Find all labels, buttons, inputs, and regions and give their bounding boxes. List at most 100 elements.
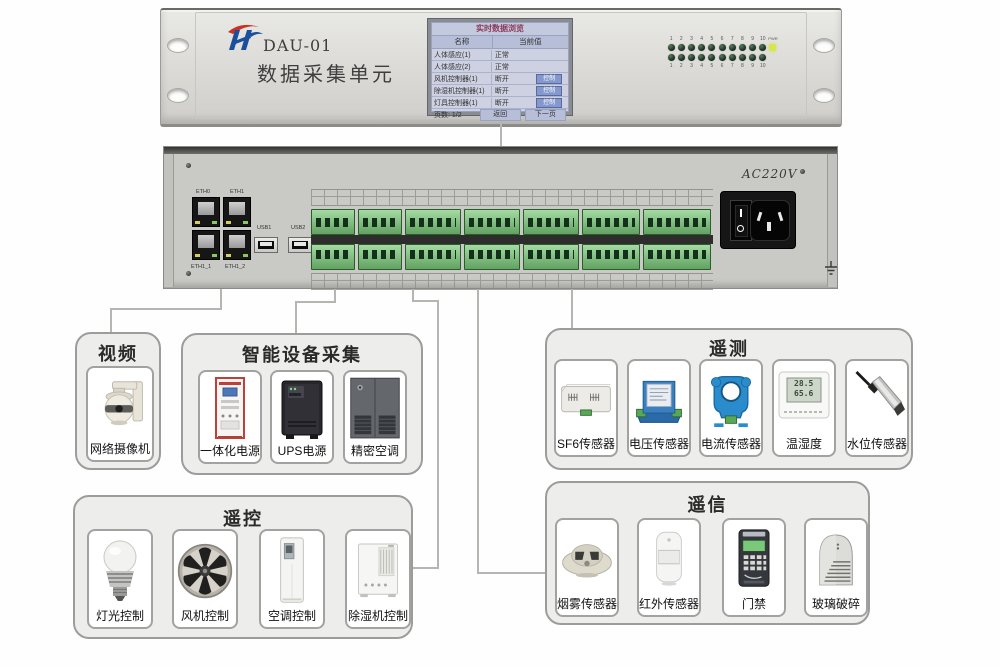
sf6-sensor-image [558,364,614,435]
terminal-block [405,244,461,270]
item-label: 一体化电源 [200,444,261,458]
integrated-power-image [202,375,258,442]
connector-line [571,289,573,332]
panel-flange [164,154,174,287]
usb1-label: USB1 [257,225,272,231]
connector-line [477,289,479,574]
dau-front-panel: DAU-01 数据采集单元 实时数据浏览 名称 当前值 人体感应(1)正常人体感… [160,8,842,127]
terminal-row-bottom [311,244,713,270]
status-led [718,54,726,61]
group-telemetry: 遥测 SF6传感器 [545,328,913,470]
item-label: 电流传感器 [701,437,762,451]
lcd-screen: 实时数据浏览 名称 当前值 人体感应(1)正常人体感应(2)正常风机控制器(1)… [427,18,573,121]
status-led [738,54,746,61]
card-sf6-sensor: SF6传感器 [554,359,618,457]
power-led [769,44,777,51]
terminal-block [582,209,640,235]
mount-hole [813,88,835,103]
group-signal-title: 遥信 [687,495,728,515]
item-label: 风机控制 [180,609,229,623]
group-smart-title: 智能设备采集 [242,345,362,365]
group-smart-devices: 智能设备采集 一体化电源 [181,333,423,475]
connector-line [500,122,502,146]
screen-col-value: 当前值 [519,37,542,46]
screen-col-name: 名称 [432,36,493,48]
group-rc-title: 遥控 [223,509,263,529]
item-label: 网络摄像机 [89,442,150,456]
panel-flange [827,154,837,287]
connector-line [220,289,222,310]
card-temp-humidity: 28.5 65.6 温湿度 [772,359,836,457]
access-control-image [726,523,782,595]
terminal-block [311,209,355,235]
card-water-level-sensor: 水位传感器 [845,359,909,457]
dau-io-panel: ETH0 ETH1 ETH1_1 ETH1_2 USB1 USB2 AC220V [163,146,838,290]
terminal-block [464,209,520,235]
screen-control-button: 控制 [536,73,563,84]
connector-line [412,300,439,302]
connector-line [437,300,439,569]
card-precision-ac: 精密空调 [343,370,407,464]
status-led [718,44,726,51]
brand-logo-icon [228,24,263,50]
item-label: 精密空调 [350,444,399,458]
status-led [677,44,685,51]
terminal-block [358,244,402,270]
led-row-2 [666,53,784,62]
mount-hole [813,38,835,53]
status-led [749,54,757,61]
led-row-1 [666,43,784,52]
connector-line [110,308,222,310]
screw [186,271,191,276]
screen-footer: 页数: 1/2 返回 下一页 [432,109,568,121]
item-label: 门禁 [741,597,766,611]
item-label: 烟雾传感器 [557,597,618,611]
mount-hole [167,38,189,53]
item-label: UPS电源 [277,444,327,458]
terminal-block [311,244,355,270]
water-level-sensor-image [849,364,905,435]
eth1-1-label: ETH1_1 [191,264,212,270]
screen-title: 实时数据浏览 [432,23,568,36]
group-remote-control: 遥控 灯光控制 [73,495,413,639]
fan-image [176,534,234,607]
screw [800,169,805,174]
usb2-label: USB2 [291,225,306,231]
status-led [738,44,746,51]
item-label: 红外传感器 [639,597,700,611]
eth1-label: ETH1 [230,189,245,195]
ac-power-label: AC220V [742,167,798,181]
ethernet-port [223,230,251,260]
card-infrared-sensor: 红外传感器 [637,518,701,617]
card-ac-control: 空调控制 [259,529,325,629]
item-label: 温湿度 [785,437,822,451]
status-led [728,54,736,61]
card-glass-break: 玻璃破碎 [804,518,868,617]
ac-unit-image [263,534,321,607]
dehumidifier-image [349,534,407,607]
item-label: 玻璃破碎 [811,597,860,611]
card-voltage-sensor: 电压传感器 [627,359,691,457]
terminal-block [358,209,402,235]
status-led [687,44,695,51]
screen-page-indicator: 页数: 1/2 [434,112,462,119]
model-number: DAU-01 [263,36,333,55]
smoke-sensor-image [559,523,615,595]
current-sensor-image [703,364,759,435]
screen-table-body: 人体感应(1)正常人体感应(2)正常风机控制器(1)断开控制除湿机控制器(1)断… [432,49,568,109]
terminal-divider [311,235,713,244]
ups-image [274,375,330,442]
group-video: 视频 网络摄像机 [75,332,161,470]
connector-line [412,289,414,302]
status-led [708,44,716,51]
power-entry-module [720,191,796,249]
status-led [687,54,695,61]
terminal-block [523,209,579,235]
status-led [667,54,675,61]
screen-control-button: 控制 [536,85,563,96]
card-dehumidifier-control: 除湿机控制 [345,529,411,629]
device-name: 数据采集单元 [257,64,395,86]
group-signal: 遥信 烟雾传感器 [545,481,870,625]
